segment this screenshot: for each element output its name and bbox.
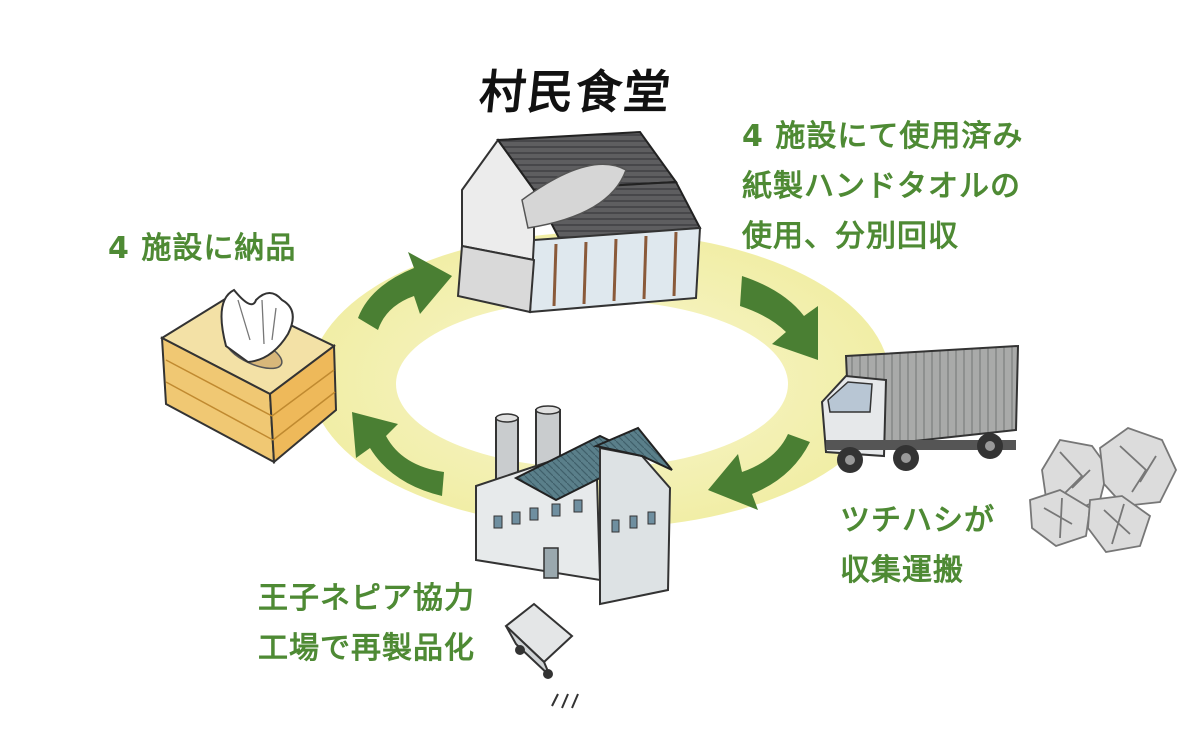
paper-waste-icon <box>1029 426 1177 553</box>
step-transport-line-2: 収集運搬 <box>840 553 964 588</box>
step-collect-line-1: 4 施設にて使用済み <box>742 119 1024 154</box>
step-collect-label: 4 施設にて使用済み 紙製ハンドタオルの 使用、分別回収 <box>742 112 1023 262</box>
step-deliver-line-1: 4 施設に納品 <box>108 231 297 266</box>
step-transport-line-1: ツチハシが <box>840 503 995 538</box>
tissue-box-icon <box>159 288 338 465</box>
truck-icon <box>820 344 1020 473</box>
logo: 村民食堂 <box>476 65 675 119</box>
restaurant-building-icon <box>456 130 702 314</box>
step-recycle-label: 王子ネピア協力 工場で再製品化 <box>258 574 475 674</box>
step-collect-line-3: 使用、分別回収 <box>742 219 959 254</box>
factory-icon <box>475 405 673 606</box>
step-transport-label: ツチハシが 収集運搬 <box>840 496 995 596</box>
step-recycle-line-2: 工場で再製品化 <box>258 631 475 666</box>
cycle-arrow-icon <box>352 252 818 510</box>
small-truck-icon <box>504 602 579 709</box>
step-collect-line-2: 紙製ハンドタオルの <box>742 169 1021 204</box>
step-deliver-label: 4 施設に納品 <box>108 224 296 274</box>
step-recycle-line-1: 王子ネピア協力 <box>258 581 475 616</box>
